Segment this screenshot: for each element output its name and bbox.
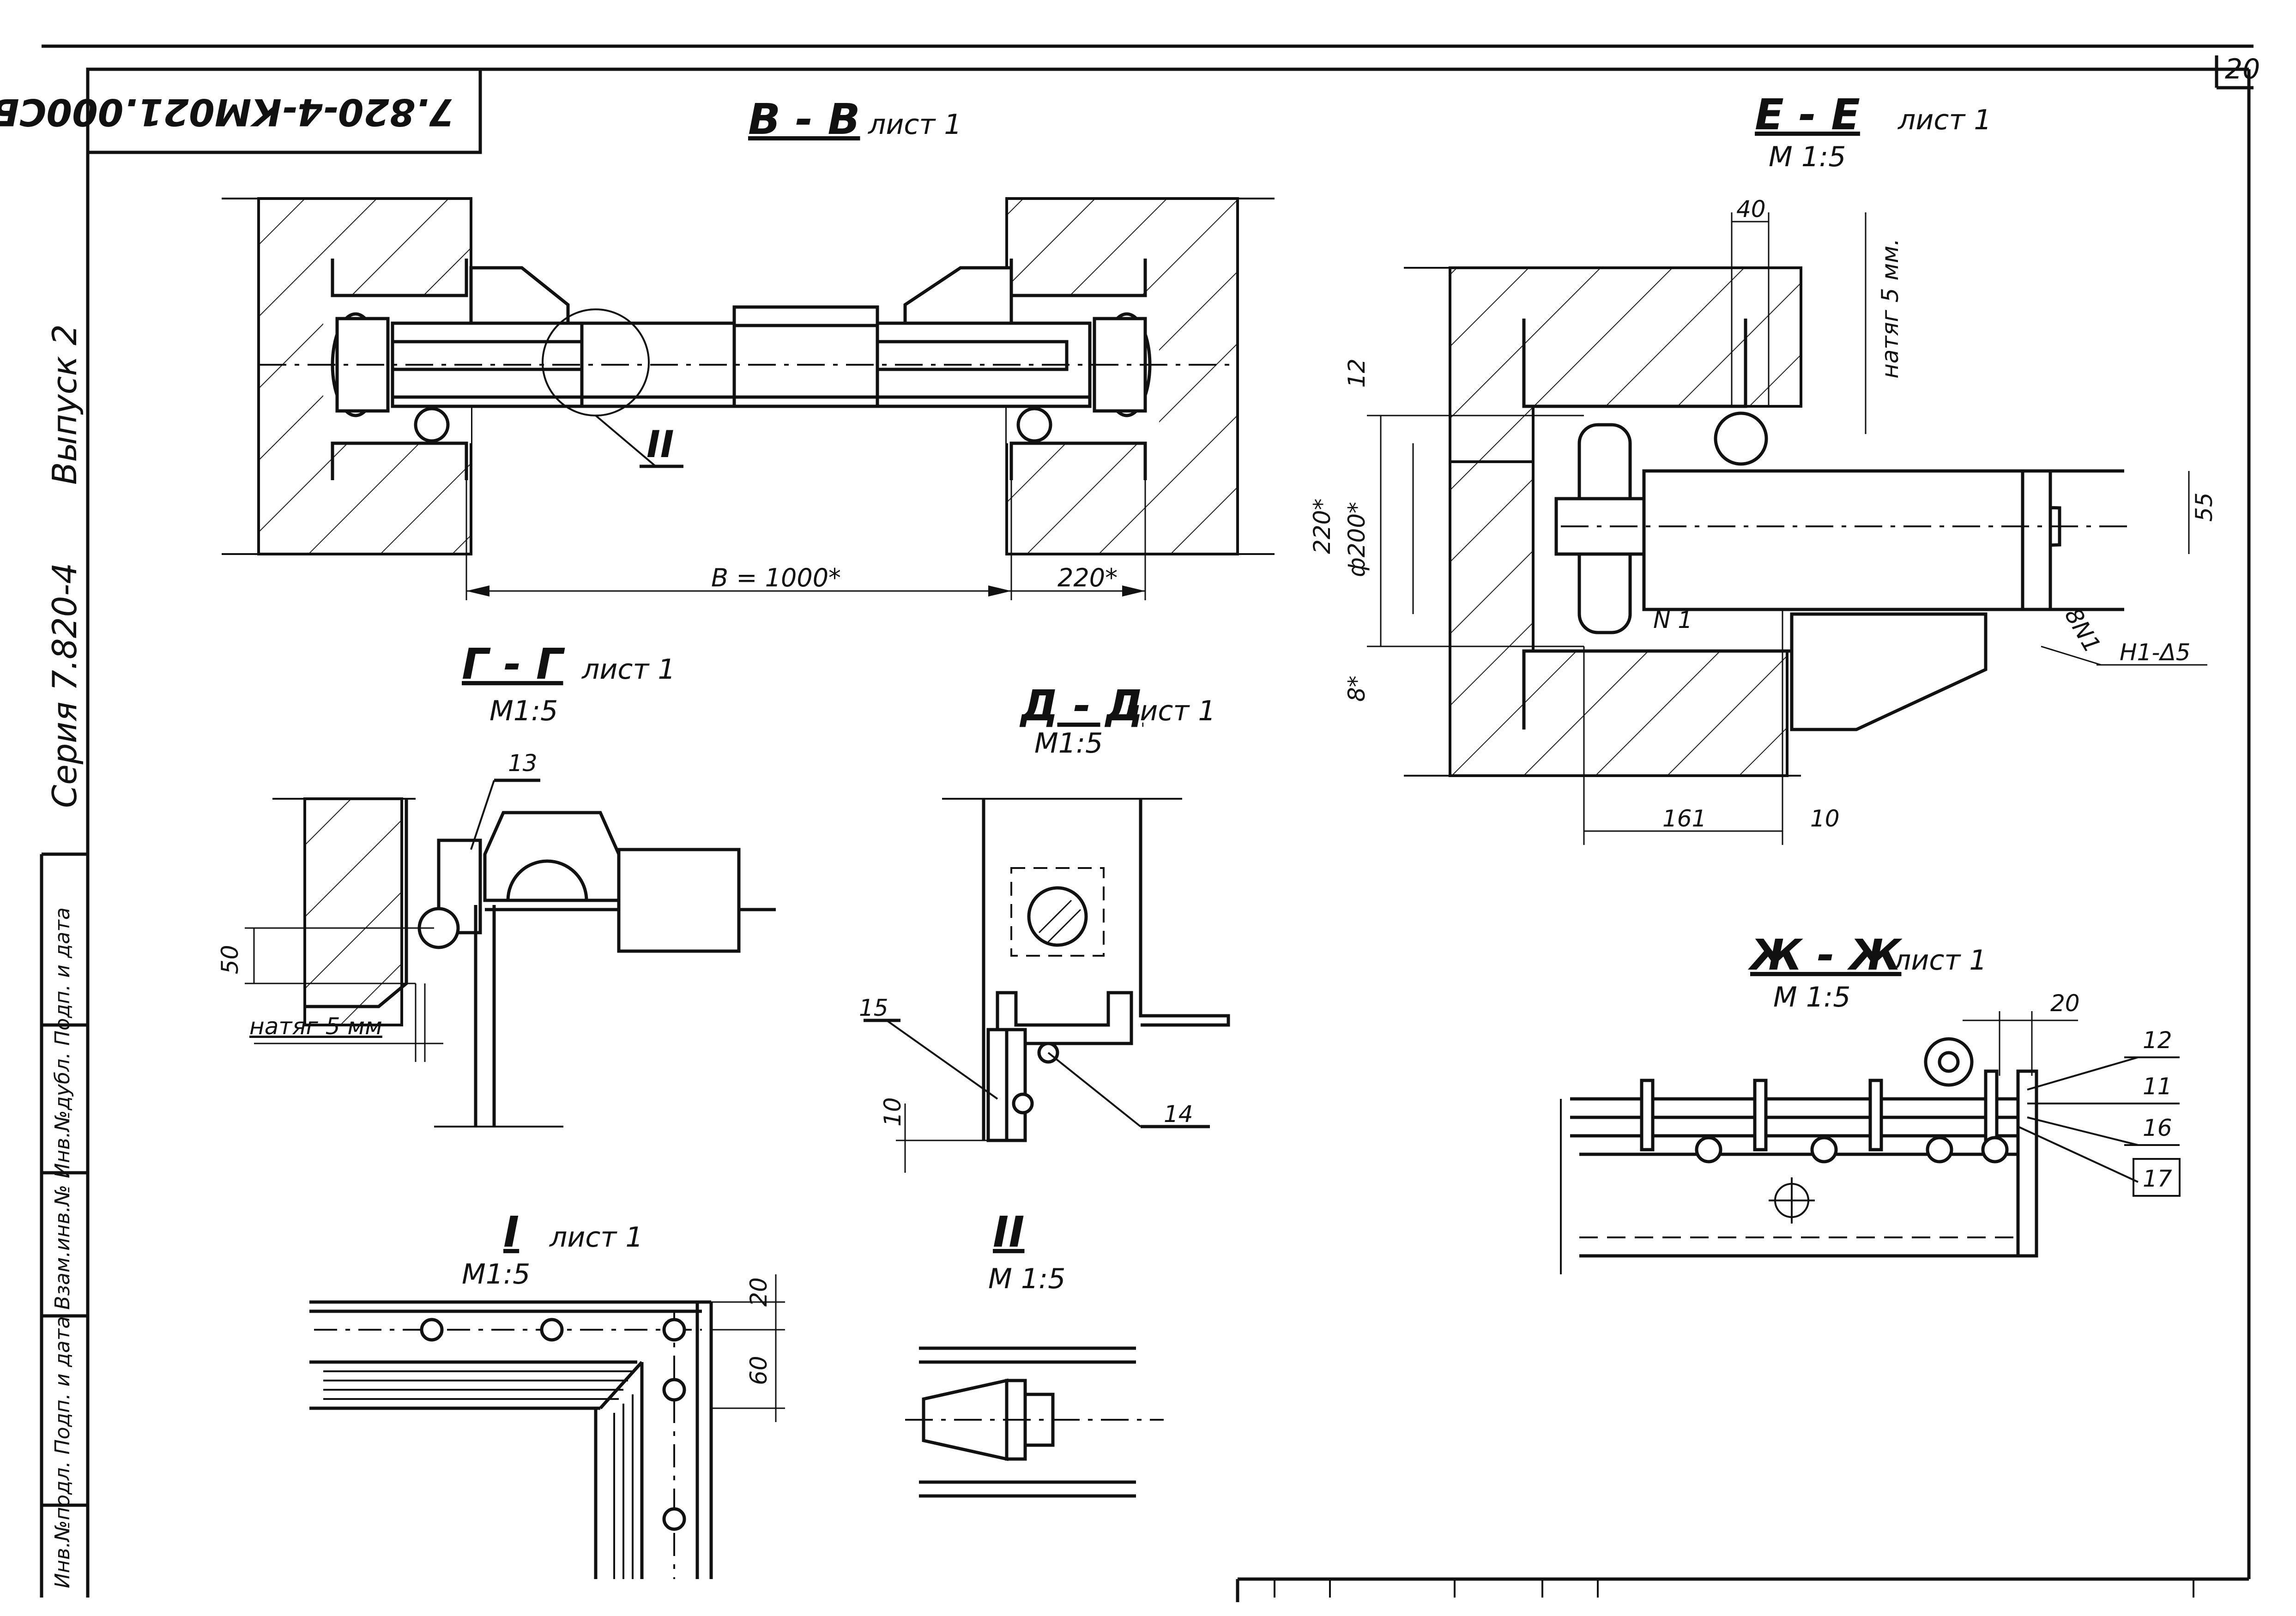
- view-dd-pos-14: 14: [1164, 1101, 1193, 1128]
- view-i-dim-20: 20: [745, 1277, 772, 1307]
- view-ee-dim-10: 10: [1810, 805, 1840, 832]
- view-i: [309, 1274, 785, 1579]
- view-ee-dim-40: 40: [1736, 196, 1766, 223]
- view-bb-ref: лист 1: [868, 109, 962, 141]
- view-zz-ref: лист 1: [1893, 944, 1987, 977]
- view-ee-weld-h1: Н1-Δ5: [2120, 639, 2190, 666]
- view-ee-scale: М 1:5: [1769, 141, 1846, 173]
- view-zz-title: Ж - Ж: [1747, 930, 1903, 980]
- view-gg-tension: натяг 5 мм: [249, 1013, 382, 1040]
- side-stamp: Инв.№подл. Подп. и дата Взам.инв.№ Инв.№…: [51, 907, 74, 1588]
- view-dd-scale: М1:5: [1034, 727, 1103, 760]
- view-ee-dim-8: 8*: [1343, 675, 1370, 702]
- view-gg-ref: лист 1: [581, 653, 676, 686]
- view-i-ref: лист 1: [549, 1221, 643, 1254]
- view-ee: [1367, 212, 2207, 845]
- view-bb-dim-side: 220*: [1057, 563, 1118, 592]
- view-dd-title: Д - Д: [1019, 681, 1143, 730]
- view-zz-pos-17: 17: [2143, 1165, 2172, 1192]
- view-bb-callout: II: [647, 423, 674, 466]
- view-ee-weld-8n1: 8N1: [2060, 603, 2106, 657]
- view-zz-pos-11: 11: [2143, 1073, 2172, 1100]
- view-zz: [1560, 1011, 2181, 1274]
- view-dd-dim-10: 10: [879, 1097, 906, 1127]
- page-number: 20: [2225, 53, 2260, 85]
- view-i-dim-60: 60: [745, 1356, 772, 1385]
- view-ee-title: Е - Е: [1755, 90, 1860, 139]
- view-ee-dim-161: 161: [1662, 805, 1706, 832]
- view-dd: [864, 798, 1230, 1173]
- doc-code: 7.820-4-КМ021.000СБ: [0, 90, 455, 133]
- view-gg-pos: 13: [508, 750, 538, 777]
- view-dd-ref: лист 1: [1122, 695, 1216, 727]
- view-gg: [245, 778, 776, 1128]
- view-zz-pos-12: 12: [2143, 1027, 2172, 1054]
- side-issue: Выпуск 2: [45, 324, 84, 485]
- view-gg-scale: М1:5: [489, 695, 558, 727]
- view-ee-dim-12: 12: [1343, 358, 1370, 388]
- view-zz-dim-20: 20: [2050, 990, 2080, 1017]
- view-ii-scale: М 1:5: [988, 1263, 1065, 1295]
- view-i-scale: М1:5: [462, 1258, 530, 1290]
- view-ee-weld-n1: N 1: [1653, 607, 1692, 633]
- view-dd-pos-15: 15: [859, 995, 888, 1021]
- side-series: Серия 7.820-4: [45, 563, 84, 808]
- view-ee-ref: лист 1: [1897, 104, 1992, 136]
- binding-strip: [40, 852, 88, 1598]
- view-ii: [905, 1346, 1164, 1498]
- view-bb: [222, 197, 1275, 600]
- view-bb-dim-width: B = 1000*: [711, 563, 841, 592]
- view-ee-dim-55: 55: [2191, 492, 2217, 522]
- view-gg-title: Г - Г: [462, 639, 565, 689]
- view-ee-dim-200: ф200*: [1343, 502, 1370, 577]
- view-bb-title: В - В: [748, 95, 860, 144]
- view-gg-dim-50: 50: [217, 945, 243, 974]
- view-ee-tension: натяг 5 мм.: [1877, 238, 1903, 379]
- view-zz-scale: М 1:5: [1773, 981, 1850, 1013]
- view-ii-title: II: [993, 1207, 1024, 1257]
- view-zz-pos-16: 16: [2143, 1115, 2172, 1141]
- view-i-title: I: [503, 1207, 519, 1257]
- doc-code-box: [86, 67, 482, 154]
- view-ee-dim-220: 220*: [1309, 499, 1335, 554]
